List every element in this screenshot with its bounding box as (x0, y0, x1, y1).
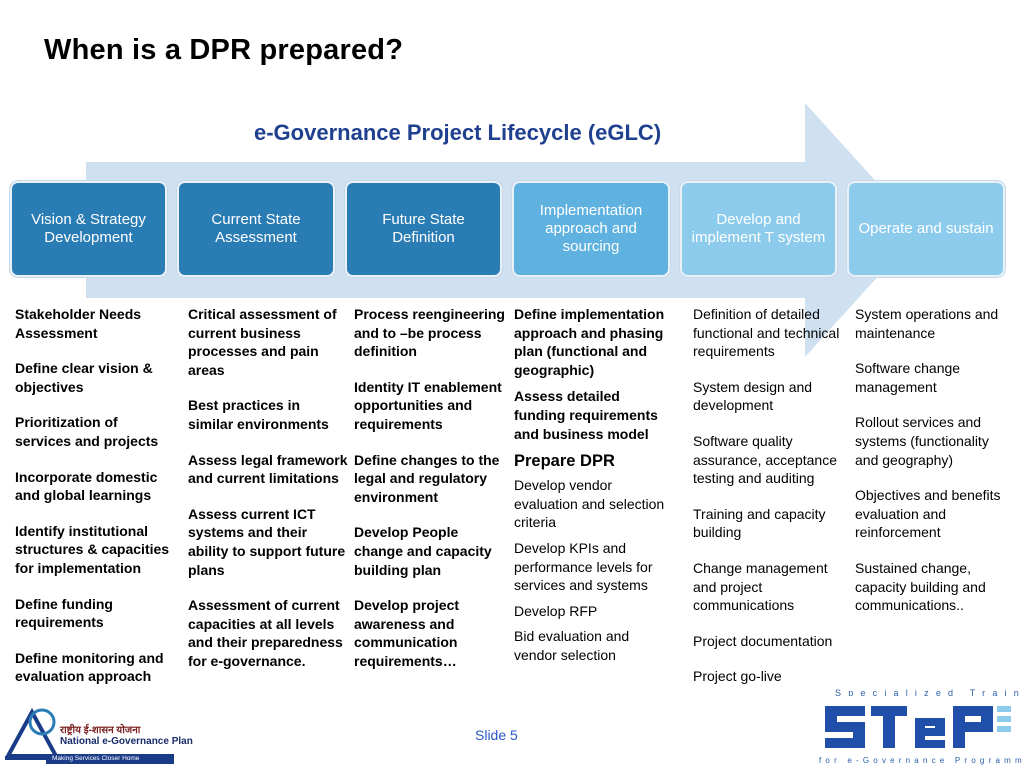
list-item: Objectives and benefits evaluation and r… (855, 487, 1001, 541)
phase-implementation: Implementation approach and sourcing (512, 181, 670, 277)
list-item: System design and development (693, 378, 813, 414)
list-item: Project go-live (693, 668, 782, 685)
negp-tagline: Making Services Closer Home (46, 754, 174, 764)
list-item: Definition of detailed functional and te… (693, 306, 840, 360)
list-item: Rollout services and systems (functional… (855, 414, 989, 468)
list-item: Define monitoring and evaluation approac… (15, 649, 164, 685)
list-item: Develop project awareness and communicat… (354, 597, 460, 669)
slide-number: Slide 5 (475, 727, 518, 743)
phase-develop-implement: Develop and implement T system (680, 181, 837, 277)
step-logo-mark: StEP (819, 696, 1015, 754)
negp-logo: राष्ट्रीय ई-शासन योजना National e-Govern… (0, 700, 195, 768)
column-current-state: Critical assessment of current business … (188, 305, 348, 688)
phase-label: Future State Definition (382, 211, 465, 246)
column-implementation: Define implementation approach and phasi… (514, 305, 674, 672)
list-item: Develop People change and capacity build… (354, 524, 492, 578)
list-item: Define implementation approach and phasi… (514, 306, 665, 378)
phase-vision-strategy: Vision & Strategy Development (10, 181, 167, 277)
list-item: Identity IT enablement opportunities and… (354, 378, 502, 432)
negp-english-text: National e-Governance Plan (60, 736, 193, 747)
list-item: Software quality assurance, acceptance t… (693, 432, 837, 487)
list-item: Critical assessment of current business … (188, 306, 337, 378)
page-title: When is a DPR prepared? (44, 34, 404, 66)
column-future-state: Process reengineering and to –be process… (354, 305, 510, 688)
phase-label: Develop and implement T system (691, 211, 826, 246)
list-item: Software change management (855, 360, 961, 395)
phase-current-state: Current State Assessment (177, 181, 335, 277)
list-item: Process reengineering and to –be process… (354, 306, 505, 360)
column-operate-sustain: System operations and maintenance Softwa… (855, 305, 1015, 632)
step-bottom-text: for e-Governance Programme (819, 756, 1024, 765)
list-item: Best practices in similar environments (188, 397, 329, 432)
phase-label: Operate and sustain (858, 220, 994, 237)
list-item: Define funding requirements (15, 595, 113, 631)
list-item: Sustained change, capacity building and … (855, 559, 986, 614)
list-item: Define clear vision & objectives (15, 360, 153, 395)
negp-emblem-icon (4, 707, 60, 760)
list-item: Incorporate domestic and global learning… (15, 468, 158, 504)
phase-operate-sustain: Operate and sustain (847, 181, 1005, 277)
step-logo-name: StEP (917, 734, 920, 737)
list-item: Training and capacity building (693, 505, 826, 541)
list-item: Develop RFP (514, 602, 598, 619)
list-item: Prioritization of services and projects (15, 414, 159, 449)
phase-label: Implementation approach and sourcing (539, 202, 643, 255)
list-item: Develop vendor evaluation and selection … (514, 477, 665, 531)
phase-label: Vision & Strategy Development (31, 211, 146, 246)
step-logo: Specialized Training StEP for e-Governan… (815, 686, 1024, 768)
prepare-dpr-heading: Prepare DPR (514, 452, 615, 471)
step-top-text: Specialized Training (835, 688, 1024, 698)
lifecycle-title: e-Governance Project Lifecycle (eGLC) (254, 120, 662, 145)
column-develop-implement: Definition of detailed functional and te… (693, 305, 853, 703)
column-vision-strategy: Stakeholder Needs Assessment Define clea… (15, 305, 177, 703)
list-item: Change management and project communicat… (693, 559, 828, 614)
negp-hindi-text: राष्ट्रीय ई-शासन योजना (60, 725, 141, 736)
list-item: Stakeholder Needs Assessment (15, 306, 142, 341)
list-item: System operations and maintenance (855, 306, 999, 341)
list-item: Assess detailed funding requirements and… (514, 388, 658, 442)
list-item: Identify institutional structures & capa… (15, 522, 170, 576)
list-item: Assess legal framework and current limit… (188, 451, 348, 487)
list-item: Assessment of current capacities at all … (188, 597, 343, 669)
list-item: Assess current ICT systems and their abi… (188, 505, 346, 578)
list-item: Define changes to the legal and regulato… (354, 451, 500, 505)
phase-future-state: Future State Definition (345, 181, 502, 277)
list-item: Project documentation (693, 632, 833, 649)
list-item: Bid evaluation and vendor selection (514, 628, 630, 663)
phase-label: Current State Assessment (211, 211, 301, 246)
list-item: Develop KPIs and performance levels for … (514, 539, 653, 594)
